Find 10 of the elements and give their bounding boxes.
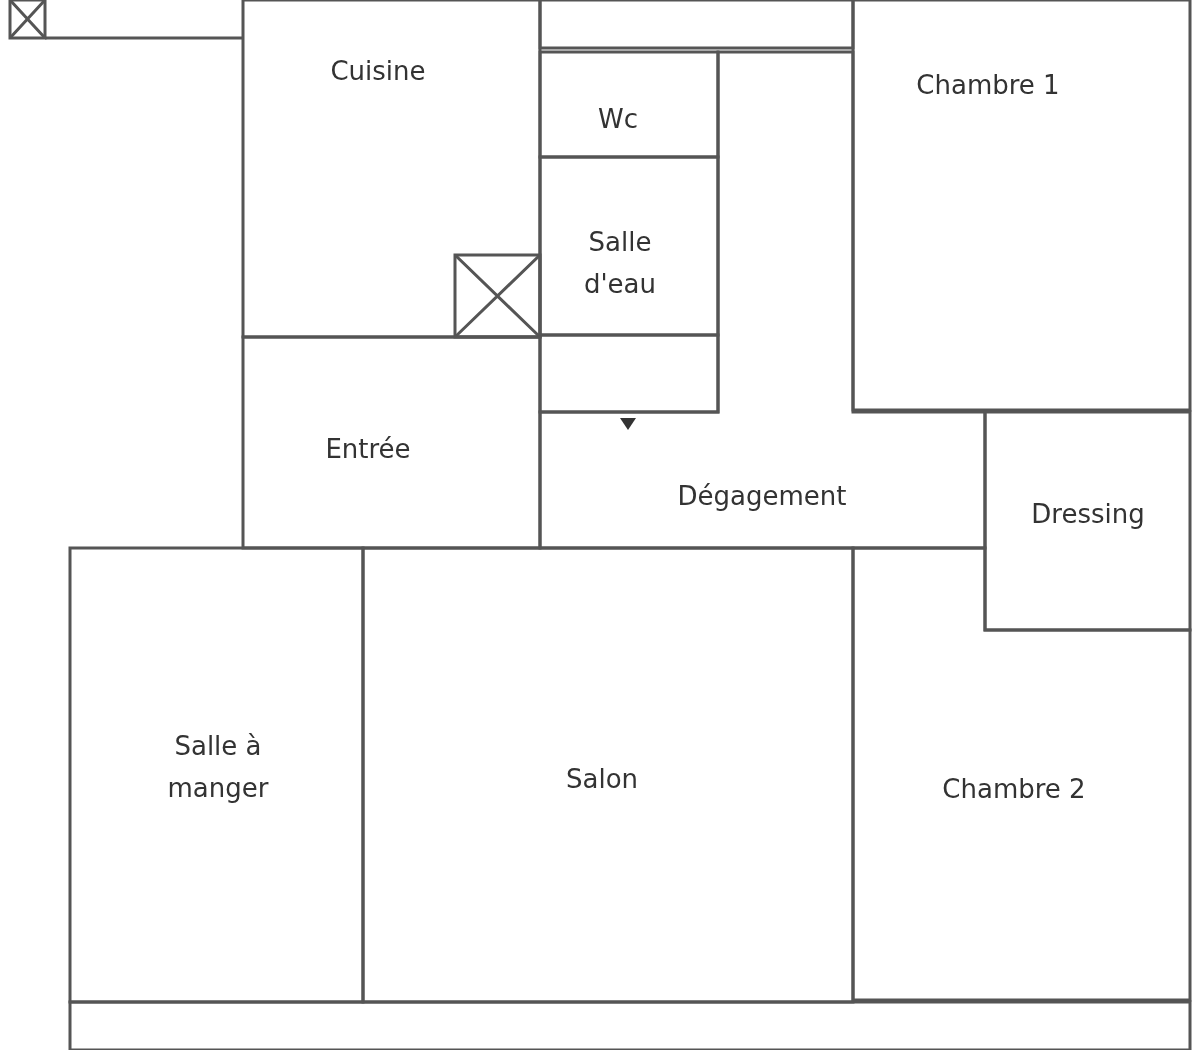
room-name: Salon: [566, 763, 638, 797]
room-name: Chambre 1: [916, 69, 1060, 103]
room-name: Salle à manger: [166, 730, 270, 805]
room-name: Cuisine: [330, 55, 426, 89]
room-name: Chambre 2: [942, 773, 1086, 807]
room-name: Entrée: [325, 433, 411, 467]
room-name: Dégagement: [677, 480, 847, 514]
room-name: Dressing: [1031, 498, 1145, 532]
room-name: Wc: [598, 103, 638, 137]
room-name: Salle d'eau: [582, 226, 658, 301]
